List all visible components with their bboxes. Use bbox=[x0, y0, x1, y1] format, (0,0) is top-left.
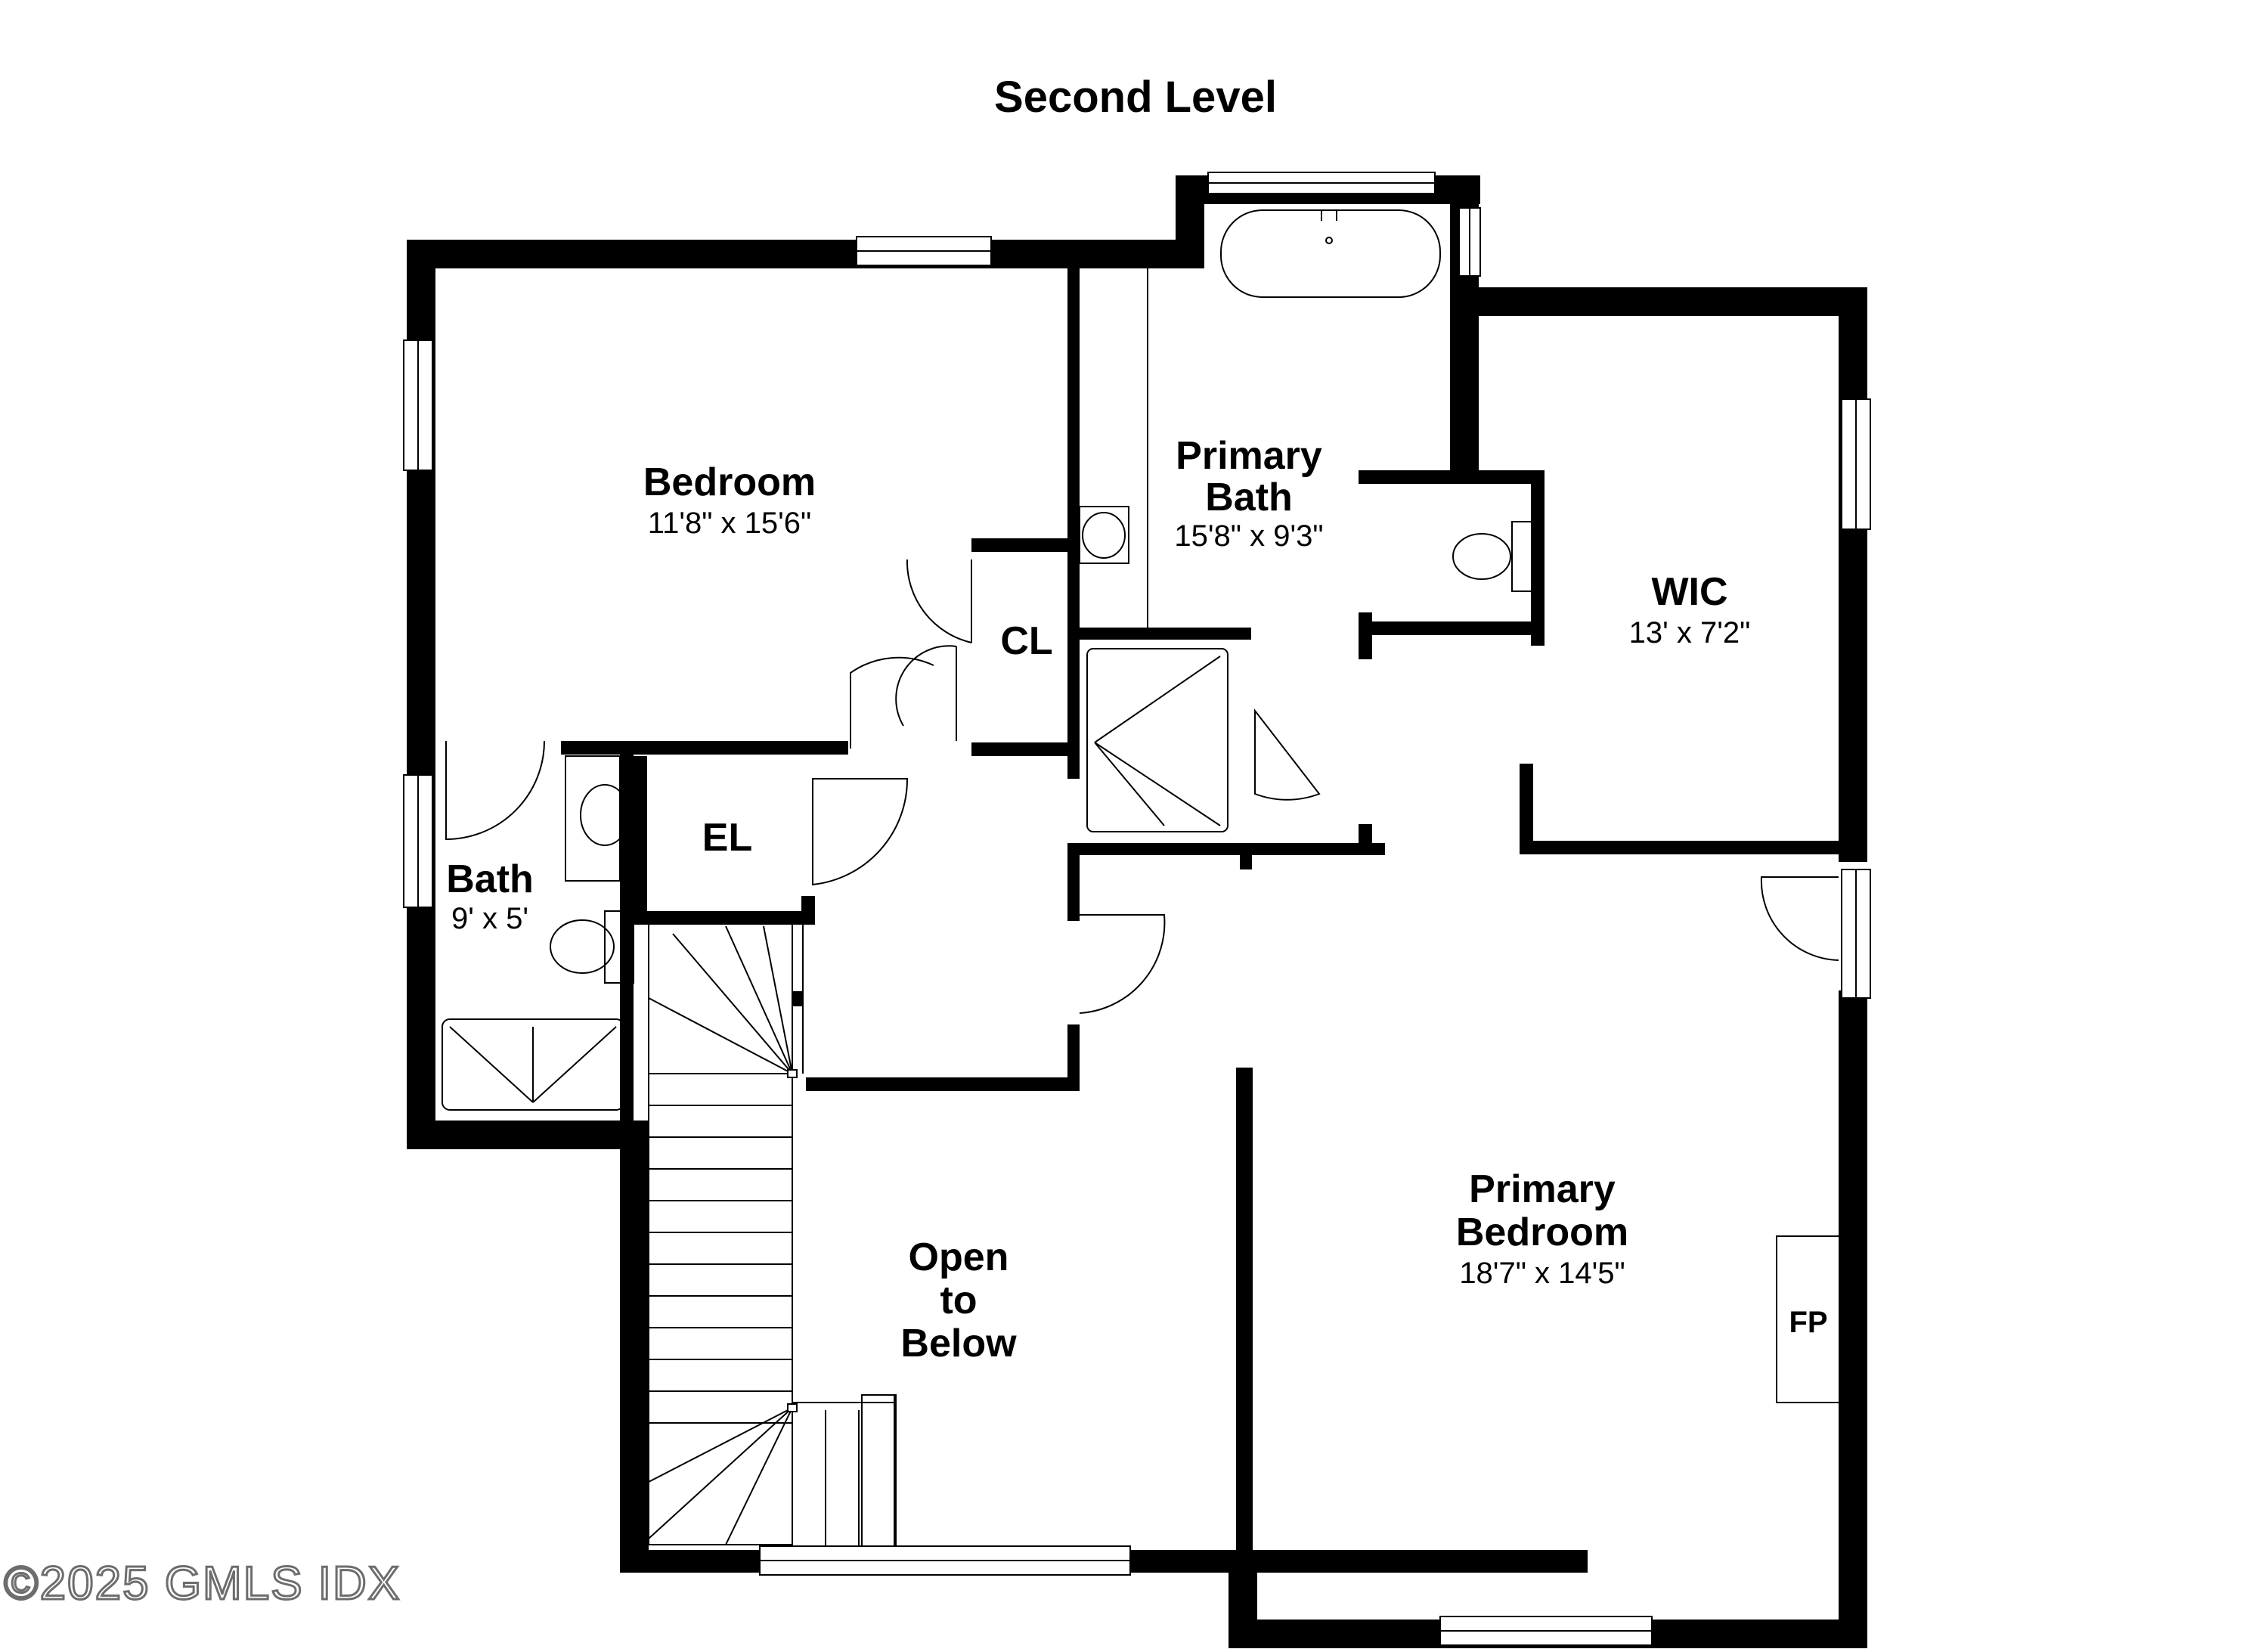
room-bath: Bath 9' x 5' bbox=[446, 857, 534, 935]
window-bath-side bbox=[1458, 207, 1481, 277]
room-cl: CL bbox=[1000, 619, 1052, 663]
plan-title: Second Level bbox=[994, 73, 1277, 122]
window-wic-right bbox=[1841, 398, 1871, 530]
fireplace-text: FP bbox=[1789, 1306, 1827, 1339]
interior-walls bbox=[561, 265, 1867, 1567]
room-bedroom: Bedroom 11'8" x 15'6" bbox=[643, 460, 816, 540]
copyright-watermark: ©2025 GMLS IDX bbox=[4, 1558, 401, 1610]
room-name-line1: Primary bbox=[1176, 434, 1322, 478]
room-name: Bath bbox=[446, 857, 534, 901]
room-name-line3: Below bbox=[900, 1322, 1017, 1365]
window-stair-bottom bbox=[759, 1545, 1131, 1576]
room-name-line1: Open bbox=[909, 1235, 1009, 1279]
room-name: WIC bbox=[1651, 570, 1727, 614]
window-primary-right bbox=[1841, 869, 1871, 999]
fixtures bbox=[442, 209, 1842, 1403]
room-name-line2: to bbox=[940, 1279, 977, 1322]
room-dimensions: 11'8" x 15'6" bbox=[648, 507, 811, 540]
window-bedroom-left bbox=[403, 339, 433, 471]
staircase bbox=[648, 920, 897, 1547]
room-name: EL bbox=[702, 816, 752, 860]
doors bbox=[445, 559, 1839, 1014]
room-primary-bath: Primary Bath 15'8" x 9'3" bbox=[1174, 434, 1323, 553]
room-dimensions: 18'7" x 14'5" bbox=[1459, 1257, 1625, 1290]
windows bbox=[403, 172, 1871, 1646]
window-bath-left bbox=[403, 774, 433, 908]
room-name-line2: Bath bbox=[1205, 476, 1293, 519]
fireplace-label: FP bbox=[1789, 1306, 1827, 1339]
room-dimensions: 9' x 5' bbox=[451, 902, 528, 935]
window-primary-bottom bbox=[1439, 1616, 1653, 1646]
room-primary-bedroom: Primary Bedroom 18'7" x 14'5" bbox=[1456, 1167, 1628, 1290]
room-name: Bedroom bbox=[643, 460, 816, 504]
room-name: CL bbox=[1000, 619, 1052, 663]
room-dimensions: 13' x 7'2" bbox=[1629, 616, 1751, 649]
window-bath-top bbox=[1207, 172, 1436, 194]
room-open-to-below: Open to Below bbox=[900, 1235, 1017, 1365]
room-dimensions: 15'8" x 9'3" bbox=[1174, 519, 1323, 553]
window-bedroom-top bbox=[856, 236, 992, 266]
room-name-line1: Primary bbox=[1469, 1167, 1616, 1211]
room-name-line2: Bedroom bbox=[1456, 1210, 1628, 1254]
room-wic: WIC 13' x 7'2" bbox=[1629, 570, 1751, 649]
room-el: EL bbox=[702, 816, 752, 860]
